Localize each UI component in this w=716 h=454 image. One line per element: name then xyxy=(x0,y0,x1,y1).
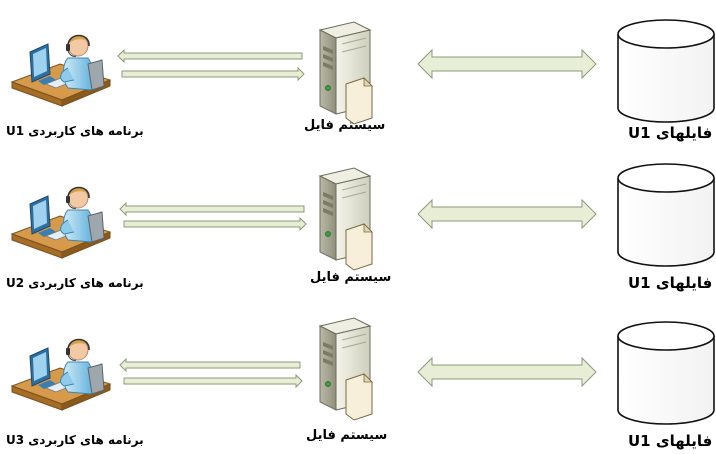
user-computer-icon xyxy=(11,186,111,259)
fs-to-files-arrow xyxy=(417,356,597,388)
app-to-fs-arrows xyxy=(119,357,303,389)
database-cylinder-icon xyxy=(617,321,715,425)
server-icon xyxy=(319,317,373,421)
app-label: برنامه های کاربردی U2 xyxy=(6,276,144,290)
fs-to-files-arrow xyxy=(417,198,597,230)
files-label: فایلهای U1 xyxy=(628,124,713,142)
row-3 xyxy=(11,317,715,425)
app-to-fs-arrows xyxy=(119,201,307,232)
app-label: برنامه های کاربردی U1 xyxy=(6,124,144,138)
file-system-label: سیستم فایل xyxy=(304,118,386,133)
files-label: فایلهای U1 xyxy=(628,274,713,292)
app-to-fs-arrows xyxy=(117,48,305,82)
user-computer-icon xyxy=(11,338,111,411)
server-icon xyxy=(319,21,373,125)
app-label: برنامه های کاربردی U3 xyxy=(6,433,144,447)
file-system-label: سیستم فایل xyxy=(310,270,392,285)
files-label: فایلهای U1 xyxy=(628,432,713,450)
database-cylinder-icon xyxy=(617,163,715,267)
fs-to-files-arrow xyxy=(417,48,597,80)
database-cylinder-icon xyxy=(617,19,715,123)
server-icon xyxy=(319,167,373,271)
user-computer-icon xyxy=(11,34,111,107)
row-1 xyxy=(11,19,715,125)
row-2 xyxy=(11,163,715,271)
file-system-label: سیستم فایل xyxy=(306,428,388,443)
